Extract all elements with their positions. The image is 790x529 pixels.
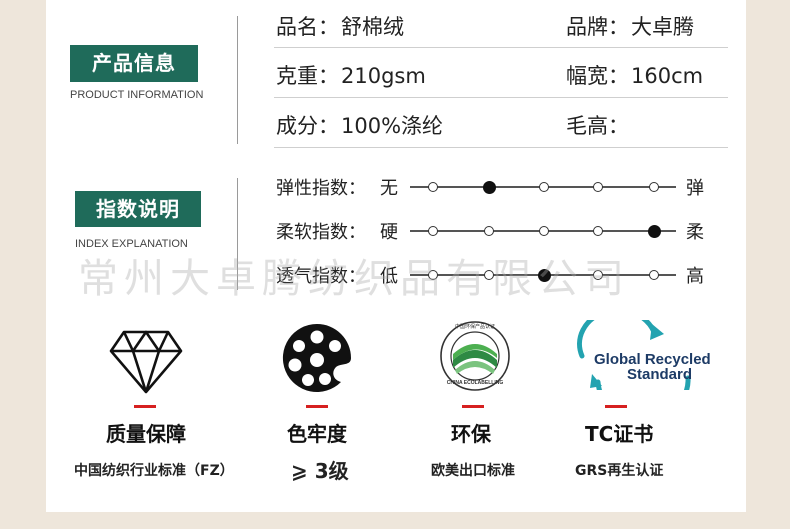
ecolabel-logo-bottom: CHINA ECOLABELLING [446, 380, 504, 386]
index-dot-selected [537, 268, 551, 282]
index-dot [428, 182, 438, 192]
cert-sub-eco: 欧美出口标准 [431, 463, 515, 479]
index-high-1: 弹 [686, 178, 704, 199]
content-card [46, 0, 746, 512]
cert-title-tc: TC证书 [585, 422, 654, 446]
cert-sub-tc: GRS再生认证 [575, 463, 664, 479]
index-badge: 指数说明 [75, 191, 201, 227]
divider-row-3 [274, 147, 728, 148]
index-dot [539, 226, 549, 236]
index-badge-en: INDEX EXPLANATION [75, 238, 188, 250]
divider-row-1 [274, 47, 728, 48]
index-label-2: 柔软指数： [276, 222, 366, 243]
index-high-3: 高 [686, 266, 704, 287]
index-dot-selected [647, 224, 661, 238]
info-name: 品名：舒棉绒 [276, 15, 404, 39]
cert-title-colorfastness: 色牢度 [287, 422, 347, 446]
index-dot [593, 226, 603, 236]
index-dot [484, 270, 494, 280]
index-low-2: 硬 [380, 222, 398, 243]
palette-icon [282, 323, 351, 392]
product-info-badge-en: PRODUCT INFORMATION [70, 89, 204, 101]
index-dot [539, 182, 549, 192]
cert-red-mark-2 [306, 405, 328, 408]
ecolabel-icon [440, 321, 510, 391]
index-dot [649, 182, 659, 192]
info-pile-height: 毛高： [566, 114, 629, 138]
grs-logo-line1: Global Recycled [594, 351, 711, 368]
index-label-1: 弹性指数： [276, 178, 366, 199]
divider-row-2 [274, 97, 728, 98]
cert-red-mark-3 [462, 405, 484, 408]
info-width: 幅宽：160cm [566, 64, 704, 88]
index-high-2: 柔 [686, 222, 704, 243]
cert-red-mark-1 [134, 405, 156, 408]
grs-logo-line2: Standard [627, 366, 693, 383]
divider-vertical-2 [237, 178, 238, 290]
index-dot [593, 270, 603, 280]
ecolabel-logo-top: 中国环保产品认证 [454, 324, 495, 330]
divider-vertical-1 [237, 16, 238, 144]
index-low-3: 低 [380, 266, 398, 287]
index-low-1: 无 [380, 178, 398, 199]
cert-title-quality: 质量保障 [106, 422, 186, 446]
diamond-icon [109, 330, 183, 394]
product-info-badge: 产品信息 [70, 45, 198, 82]
cert-sub-colorfastness: ⩾ 3级 [291, 459, 349, 483]
grs-icon [577, 320, 691, 390]
cert-red-mark-4 [605, 405, 627, 408]
index-dot-selected [482, 180, 496, 194]
index-label-3: 透气指数： [276, 266, 366, 287]
index-dot [593, 182, 603, 192]
cert-sub-quality: 中国纺织行业标准（FZ） [74, 463, 234, 479]
index-dot [649, 270, 659, 280]
index-dot [428, 226, 438, 236]
info-weight: 克重：210gsm [276, 64, 426, 88]
info-composition: 成分：100%涤纶 [276, 114, 444, 138]
info-brand: 品牌：大卓腾 [566, 15, 694, 39]
cert-title-eco: 环保 [451, 422, 491, 446]
index-dot [484, 226, 494, 236]
index-dot [428, 270, 438, 280]
